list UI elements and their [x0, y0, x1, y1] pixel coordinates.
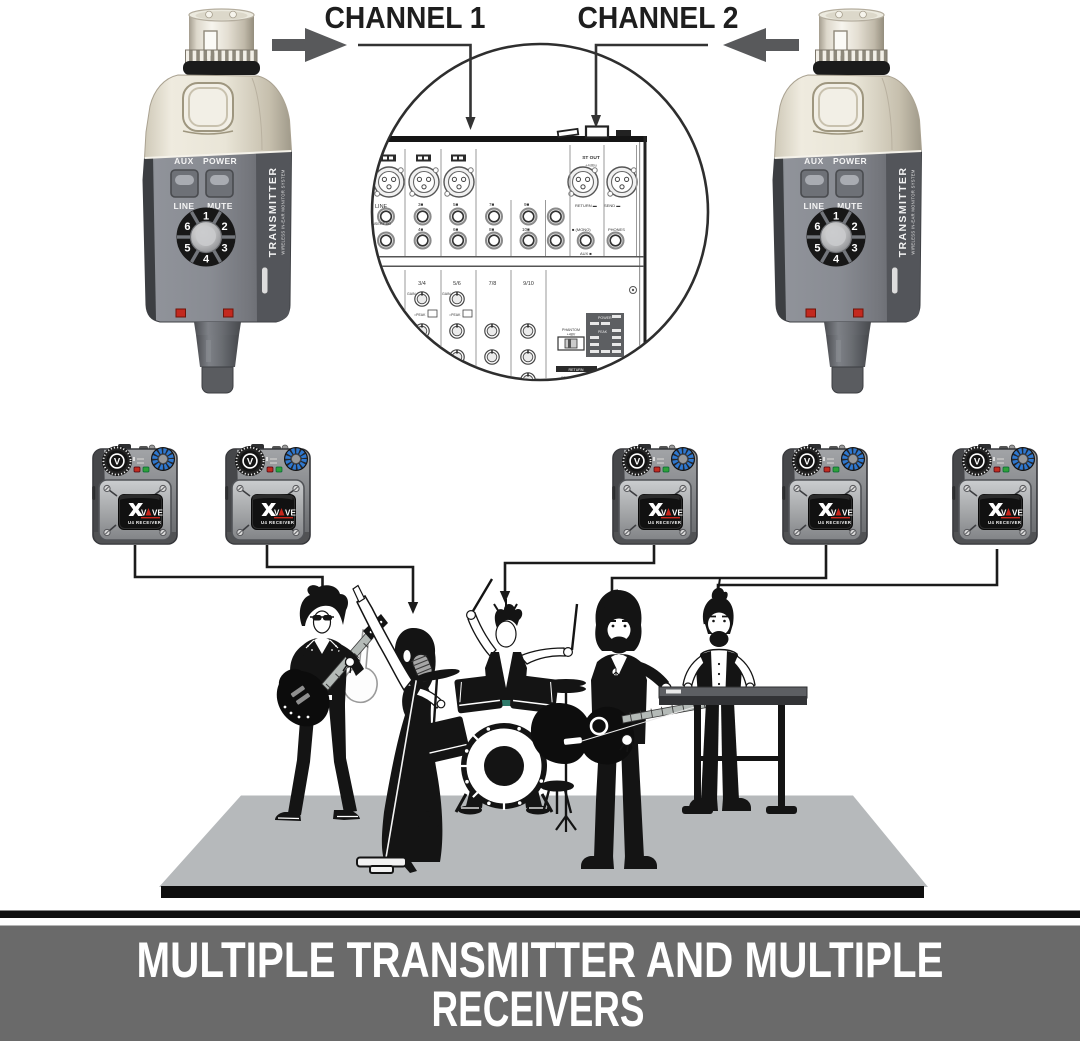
svg-text:PEAK: PEAK — [598, 330, 608, 334]
svg-text:MUTE: MUTE — [207, 201, 233, 211]
svg-text:7/8: 7/8 — [489, 281, 497, 287]
svg-text:CHANNEL 2: CHANNEL 2 — [578, 0, 739, 35]
svg-text:3: 3 — [222, 243, 228, 255]
svg-text:3■: 3■ — [418, 202, 424, 207]
svg-text:■ (MONO): ■ (MONO) — [572, 227, 591, 232]
svg-text:○PEAK: ○PEAK — [449, 313, 461, 317]
svg-text:TRANSMITTER: TRANSMITTER — [267, 167, 279, 258]
svg-text:5■: 5■ — [453, 202, 459, 207]
svg-text:6■: 6■ — [453, 227, 459, 232]
svg-text:MULTIPLE TRANSMITTER AND MULT: MULTIPLE TRANSMITTER AND MULTIPLE — [137, 932, 944, 988]
svg-text:POWER: POWER — [598, 316, 612, 320]
svg-text:GAIN: GAIN — [407, 292, 416, 296]
svg-text:ST OUT: ST OUT — [582, 155, 600, 161]
svg-text:POWER: POWER — [203, 156, 237, 166]
svg-text:10■: 10■ — [522, 227, 530, 232]
svg-text:PHONES: PHONES — [608, 227, 625, 232]
svg-text:RECEIVERS: RECEIVERS — [432, 981, 645, 1037]
svg-text:+4dBu: +4dBu — [585, 163, 597, 168]
svg-text:8■: 8■ — [489, 227, 495, 232]
svg-text:9/10: 9/10 — [523, 281, 534, 287]
svg-text:1: 1 — [203, 210, 209, 222]
svg-text:SEND ▬: SEND ▬ — [604, 203, 620, 208]
svg-text:RETURN: RETURN — [569, 368, 584, 372]
svg-text:PHANTOM: PHANTOM — [562, 328, 580, 332]
svg-text:6: 6 — [184, 221, 190, 233]
svg-text:WIRELESS IN-EAR MONITOR SYSTEM: WIRELESS IN-EAR MONITOR SYSTEM — [281, 169, 286, 254]
svg-text:2: 2 — [222, 221, 228, 233]
svg-text:RETURN ▬: RETURN ▬ — [575, 203, 597, 208]
svg-text:GAIN: GAIN — [442, 292, 451, 296]
svg-text:CHANNEL 1: CHANNEL 1 — [325, 0, 486, 35]
svg-text:LINE: LINE — [375, 204, 388, 210]
svg-text:4: 4 — [203, 253, 210, 265]
svg-text:4■: 4■ — [418, 227, 424, 232]
svg-text:5: 5 — [184, 243, 190, 255]
svg-text:+48V: +48V — [567, 333, 576, 337]
svg-text:INSERT I/O: INSERT I/O — [371, 222, 391, 226]
svg-text:9■: 9■ — [524, 202, 530, 207]
svg-text:5/6: 5/6 — [453, 281, 461, 287]
svg-text:AUX ■: AUX ■ — [580, 251, 592, 256]
svg-text:LINE: LINE — [174, 201, 195, 211]
svg-text:AUX: AUX — [174, 156, 194, 166]
svg-text:○PEAK: ○PEAK — [414, 313, 426, 317]
svg-text:7■: 7■ — [489, 202, 495, 207]
svg-text:3/4: 3/4 — [418, 281, 426, 287]
